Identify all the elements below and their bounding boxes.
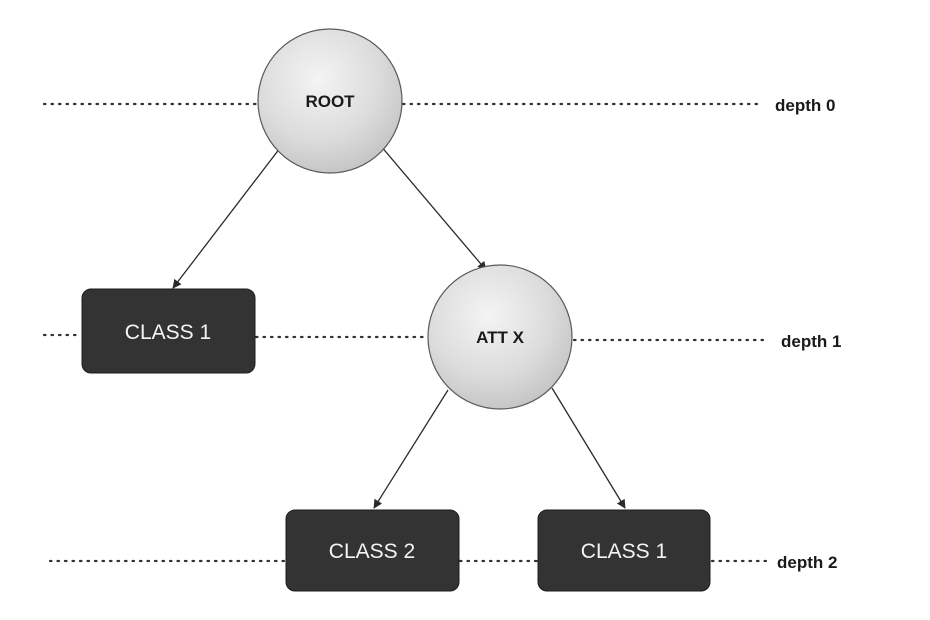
class-2-leaf-shape: [285, 509, 460, 592]
class-2-leaf-label: CLASS 2: [329, 540, 415, 563]
class-2-leaf[interactable]: CLASS 2: [285, 509, 460, 592]
class-1-left-leaf-label: CLASS 1: [125, 321, 211, 344]
edge-att-x-to-class-2: [373, 389, 449, 509]
depth-0-label: depth 0: [775, 96, 835, 115]
root-node[interactable]: ROOT: [257, 28, 403, 174]
depth-2-guide: depth 2: [48, 553, 837, 572]
depth-0-guide: depth 0: [42, 96, 835, 115]
class-1-right-leaf[interactable]: CLASS 1: [537, 509, 711, 592]
edge-root-to-class-1-left: [172, 147, 281, 289]
root-node-label: ROOT: [305, 92, 355, 111]
class-1-left-leaf[interactable]: CLASS 1: [81, 288, 256, 374]
class-1-right-leaf-label: CLASS 1: [581, 540, 667, 563]
root-node-shape: [257, 28, 403, 174]
class-1-right-leaf-shape: [537, 509, 711, 592]
depth-1-label: depth 1: [781, 332, 841, 351]
edge-att-x-to-class-1-right: [551, 387, 626, 509]
depth-2-label: depth 2: [777, 553, 837, 572]
att-x-node-label: ATT X: [476, 328, 525, 347]
depth-1-guide: depth 1: [42, 332, 841, 351]
edge-root-to-att-x: [379, 144, 487, 271]
att-x-node[interactable]: ATT X: [427, 264, 573, 410]
att-x-node-shape: [427, 264, 573, 410]
class-1-left-leaf-shape: [81, 288, 256, 374]
